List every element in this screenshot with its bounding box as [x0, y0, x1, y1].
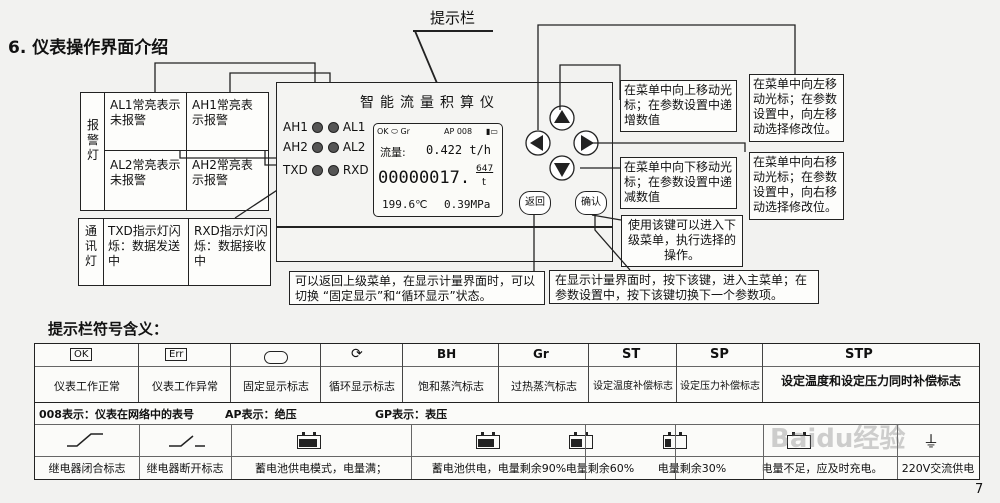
lcd-screen: OK ⬭ Gr AP 008 ▮▭ 流量: 0.422 t/h 00000017…: [373, 123, 503, 217]
legend-title: 提示栏符号含义：: [48, 320, 169, 338]
key-connectors: [533, 24, 796, 272]
label-cycle: 循环显示标志: [329, 380, 395, 393]
arrow-keypad: [525, 105, 599, 181]
lcd-total-value: 00000017.: [378, 168, 471, 188]
section-title: 6. 仪表操作界面介绍: [8, 38, 169, 58]
symbol-gr: Gr: [533, 347, 549, 361]
led-al2: AL2: [328, 140, 365, 155]
alarm-side-label: 报警灯: [86, 118, 99, 162]
lcd-status-mid: AP 008: [444, 127, 473, 136]
note-up: 在菜单中向上移动光标；在参数设置中递增数值: [620, 80, 737, 132]
al1-desc: AL1常亮表示未报警: [110, 98, 181, 127]
ac-plug-icon: ⏚: [923, 432, 940, 451]
label-st: 设定温度补偿标志: [593, 381, 673, 392]
up-key[interactable]: [549, 105, 575, 131]
label-batt-low: 电量不足，应及时充电。: [761, 462, 883, 475]
label-batt-90: 蓄电池供电，电量剩余90%: [431, 462, 567, 475]
note-confirm: 使用该键可以进入下级菜单，执行选择的操作。: [621, 215, 743, 267]
right-key[interactable]: [573, 130, 599, 156]
relay-closed-icon: [67, 433, 103, 447]
rxd-desc: RXD指示灯闪烁：数据接收中: [194, 224, 268, 268]
symbol-st: ST: [622, 347, 641, 362]
symbol-ok: OK: [70, 348, 93, 361]
led-txd: TXD: [283, 163, 323, 178]
label-relay-open: 继电器断开标志: [146, 462, 224, 475]
label-relay-closed: 继电器闭合标志: [48, 462, 126, 475]
watermark: Baidu经验: [770, 424, 906, 454]
battery-90-icon: [476, 432, 500, 453]
symbol-sp: SP: [710, 347, 729, 362]
label-ok: 仪表工作正常: [54, 380, 120, 393]
prompt-label-underline: [413, 30, 493, 32]
label-gr: 过热蒸汽标志: [511, 380, 577, 393]
comm-group: [78, 218, 271, 286]
relay-open-icon: [169, 435, 205, 447]
back-button[interactable]: 返回: [519, 191, 551, 215]
device-title: 智能流量积算仪: [360, 95, 500, 111]
led-ah1: AH1: [283, 120, 323, 135]
battery-low-icon: [787, 432, 811, 453]
battery-icon: ▮▭: [486, 127, 498, 136]
ap-note: AP表示：绝压: [225, 408, 297, 421]
lcd-total-unit: t: [482, 177, 486, 188]
left-key[interactable]: [525, 130, 551, 156]
label-batt-60: 电量剩余60%: [565, 462, 635, 475]
prompt-label: 提示栏: [430, 9, 476, 27]
label-fixed: 固定显示标志: [243, 380, 309, 393]
comm-side-label: 通讯灯: [84, 224, 97, 268]
page-number: 7: [975, 482, 984, 497]
note-menu: 在显示计量界面时，按下该键，进入主菜单；在参数设置中，按下该键切换下一个参数项。: [549, 270, 819, 304]
ah2-desc: AH2常亮表示报警: [192, 158, 253, 187]
cycle-display-icon: ⟳: [351, 346, 363, 362]
symbol-table: OK Err ⟳ BH Gr ST SP STP 仪表工作正常 仪表工作异常 固…: [34, 343, 980, 480]
led-ah2: AH2: [283, 140, 323, 155]
label-stp: 设定温度和设定压力同时补偿标志: [780, 374, 961, 388]
label-bh: 饱和蒸汽标志: [418, 380, 484, 393]
lcd-flow-label: 流量:: [380, 146, 406, 159]
down-key[interactable]: [549, 155, 575, 181]
al2-desc: AL2常亮表示未报警: [110, 158, 181, 187]
ah1-desc: AH1常亮表示报警: [192, 98, 253, 127]
alarm-group: [80, 92, 269, 211]
note-left: 在菜单中向左移动光标；在参数设置中，向左移动选择修改位。: [749, 74, 844, 142]
label-ac: 220V交流供电: [901, 462, 975, 475]
symbol-bh: BH: [437, 347, 457, 361]
symbol-err: Err: [165, 348, 188, 361]
lcd-temp: 199.6℃: [382, 198, 428, 211]
led-rxd: RXD: [328, 163, 369, 178]
label-batt-full: 蓄电池供电模式，电量满；: [255, 462, 387, 475]
note-right: 在菜单中向右移动光标；在参数设置中，向右移动选择修改位。: [749, 152, 844, 220]
confirm-button[interactable]: 确认: [575, 191, 607, 215]
lcd-flow-value: 0.422 t/h: [426, 143, 492, 157]
fixed-display-icon: [264, 349, 288, 368]
label-batt-30: 电量剩余30%: [657, 462, 727, 475]
net-id-note: 008表示：仪表在网络中的表号: [39, 408, 194, 421]
txd-desc: TXD指示灯闪烁：数据发送中: [108, 224, 181, 268]
gp-note: GP表示：表压: [375, 408, 448, 421]
note-back: 可以返回上级菜单，在显示计量界面时，可以切换 “固定显示”和“循环显示”状态。: [289, 271, 545, 305]
led-al1: AL1: [328, 120, 365, 135]
label-err: 仪表工作异常: [152, 380, 218, 393]
symbol-stp: STP: [845, 347, 873, 362]
lcd-status-left: OK ⬭ Gr: [377, 127, 410, 136]
label-sp: 设定压力补偿标志: [680, 381, 760, 392]
lcd-pressure: 0.39MPa: [444, 198, 491, 211]
battery-full-icon: [297, 432, 321, 453]
note-down: 在菜单中向下移动光标；在参数设置中递减数值: [620, 157, 737, 209]
battery-60-icon: [569, 432, 593, 453]
lcd-total-frac: 647: [476, 164, 494, 174]
